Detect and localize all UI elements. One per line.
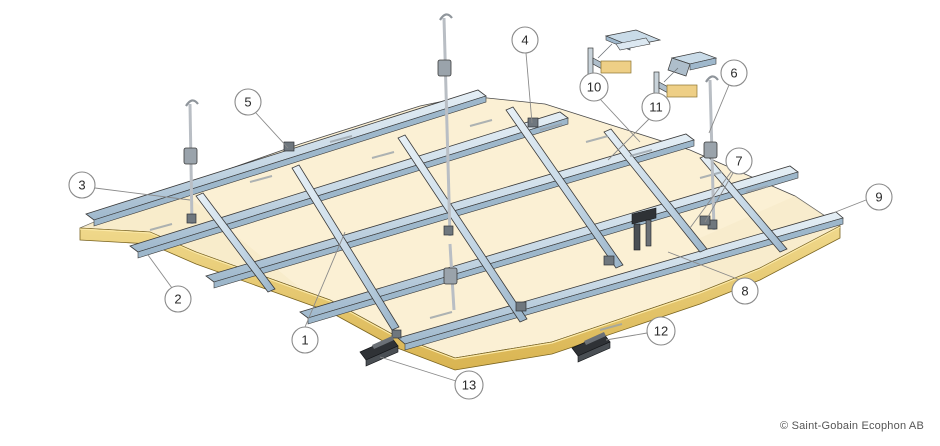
hanger-clip-center [437, 59, 452, 77]
callout-6[interactable]: 6 [708, 59, 748, 134]
callout-7[interactable]: 7 [689, 147, 753, 229]
grid-connectors [283, 117, 711, 339]
callout-12[interactable]: 12 [605, 316, 676, 346]
connector-clip-13 [359, 336, 399, 367]
callout-7-label: 7 [735, 154, 742, 169]
callout-10[interactable]: 10 [579, 72, 641, 143]
callout-3[interactable]: 3 [68, 171, 191, 201]
callout-3-label: 3 [78, 178, 85, 193]
wall-angle-detail-11 [653, 51, 718, 103]
callout-9-label: 9 [875, 190, 882, 205]
callout-13-label: 13 [462, 378, 476, 393]
main-runner-5-web [404, 217, 844, 351]
connector-clip-12 [571, 332, 611, 363]
callout-11-label: 11 [649, 100, 663, 115]
callout-5-label: 5 [244, 95, 251, 110]
callout-5[interactable]: 5 [234, 88, 289, 149]
copyright-notice: © Saint-Gobain Ecophon AB [780, 420, 924, 432]
hanger-wire-center-low [443, 243, 458, 311]
callout-2-label: 2 [174, 292, 181, 307]
hanger-clip-right [703, 141, 718, 159]
callout-13[interactable]: 13 [379, 356, 484, 400]
callout-8-label: 8 [741, 284, 748, 299]
callout-4-label: 4 [521, 33, 528, 48]
panel-seam-ticks [149, 119, 769, 331]
cross-tee-3 [397, 134, 528, 323]
callout-9[interactable]: 9 [832, 183, 893, 214]
wall-angle-detail-10 [587, 29, 662, 79]
callout-6-label: 6 [730, 66, 737, 81]
callout-1-label: 1 [301, 333, 308, 348]
callout-12-label: 12 [654, 324, 668, 339]
cross-tee-2 [291, 164, 400, 331]
callout-4[interactable]: 4 [511, 26, 539, 124]
bracket-assembly [631, 207, 657, 251]
callout-10-label: 10 [587, 80, 601, 95]
main-runner-2-web [137, 117, 569, 259]
callout-markers: 1 2 3 4 5 [68, 26, 893, 400]
callout-1[interactable]: 1 [291, 231, 346, 354]
callout-2[interactable]: 2 [147, 254, 192, 313]
hanger-clip-left [183, 147, 198, 165]
cross-tee-5 [603, 128, 708, 253]
cross-tee-4 [505, 106, 624, 269]
cross-tee-1 [195, 192, 276, 293]
hanger-wire-left [183, 99, 199, 225]
callout-8[interactable]: 8 [667, 251, 759, 305]
hanger-wire-right [703, 75, 719, 231]
hanger-wire-center [437, 13, 454, 237]
hanger-wires [183, 13, 719, 311]
callout-11[interactable]: 11 [607, 92, 671, 161]
